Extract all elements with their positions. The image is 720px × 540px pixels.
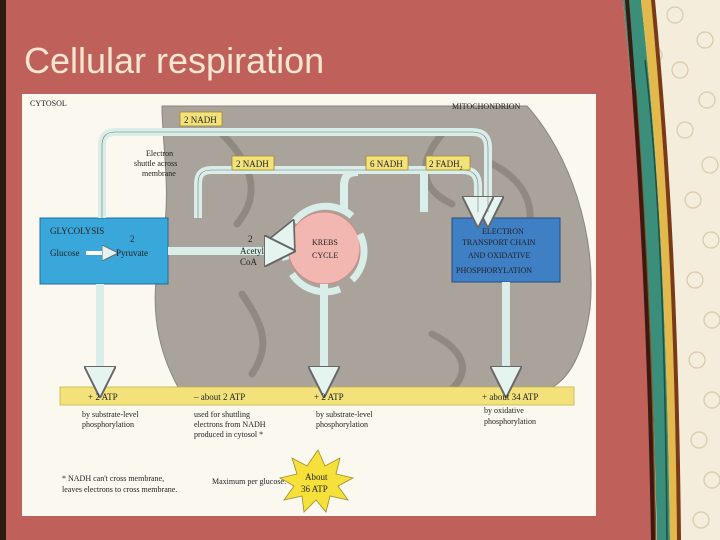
fadh2-label: 2 FADH2 <box>429 159 463 172</box>
etc-line2: TRANSPORT CHAIN <box>462 238 536 247</box>
glycolysis-note-line1: by substrate-level <box>82 410 139 419</box>
pyruvate-label: Pyruvate <box>116 248 148 258</box>
nadh-mid-label: 2 NADH <box>236 159 269 169</box>
shuttle-note-line2: shuttle across <box>134 159 177 168</box>
maximum-label: Maximum per glucose: <box>212 477 286 486</box>
etc-note-line2: phosphorylation <box>484 417 536 426</box>
etc-atp: + about 34 ATP <box>482 392 538 402</box>
etc-line3: AND OXIDATIVE <box>468 251 531 260</box>
etc-box <box>451 217 561 283</box>
glycolysis-atp: + 2 ATP <box>88 392 118 402</box>
respiration-diagram: CYTOSOL MITOCHONDRION 2 NADH 2 NADH 6 NA… <box>22 94 596 516</box>
krebs-cycle-circle <box>287 211 361 285</box>
shuttle-note2-line2: electrons from NADH <box>194 420 266 429</box>
glucose-label: Glucose <box>50 248 80 258</box>
etc-line1: ELECTRON <box>482 227 524 236</box>
slide-left-edge <box>0 0 6 540</box>
total-atp-line1: About <box>305 472 328 482</box>
decorative-border <box>615 0 720 540</box>
mitochondrion-label: MITOCHONDRION <box>452 102 521 111</box>
footnote-line2: leaves electrons to cross membrane. <box>62 485 177 494</box>
total-atp-starburst <box>278 449 355 513</box>
cytosol-label: CYTOSOL <box>30 99 67 108</box>
krebs-note-line2: phosphorylation <box>316 420 368 429</box>
total-atp-line2: 36 ATP <box>301 484 328 494</box>
acetyl-count: 2 <box>248 234 253 244</box>
glycolysis-note-line2: phosphorylation <box>82 420 134 429</box>
krebs-title: KREBS <box>312 238 338 247</box>
shuttle-atp: – about 2 ATP <box>193 392 245 402</box>
etc-line4: PHOSPHORYLATION <box>456 266 532 275</box>
footnote-line1: * NADH can't cross membrane, <box>62 474 164 483</box>
pyruvate-count: 2 <box>130 234 135 244</box>
krebs-note-line1: by substrate-level <box>316 410 373 419</box>
respiration-diagram-art: CYTOSOL MITOCHONDRION 2 NADH 2 NADH 6 NA… <box>30 99 592 513</box>
krebs-atp: + 2 ATP <box>314 392 344 402</box>
shuttle-note-line1: Electron <box>146 149 173 158</box>
shuttle-note-line3: membrane <box>142 169 176 178</box>
shuttle-note2-line3: produced in cytosol * <box>194 430 263 439</box>
slide-title: Cellular respiration <box>24 40 325 81</box>
etc-note-line1: by oxidative <box>484 406 524 415</box>
krebs-cycle-arrows <box>284 202 368 296</box>
acetyl-label: Acetyl <box>240 246 264 256</box>
nadh-top-label: 2 NADH <box>184 115 217 125</box>
coa-label: CoA <box>240 257 258 267</box>
glycolysis-title: GLYCOLYSIS <box>50 226 104 236</box>
krebs-cycle-label: CYCLE <box>312 251 338 260</box>
nadh-krebs-label: 6 NADH <box>370 159 403 169</box>
decorative-border-art <box>615 0 720 540</box>
shuttle-note2-line1: used for shuttling <box>194 410 250 419</box>
